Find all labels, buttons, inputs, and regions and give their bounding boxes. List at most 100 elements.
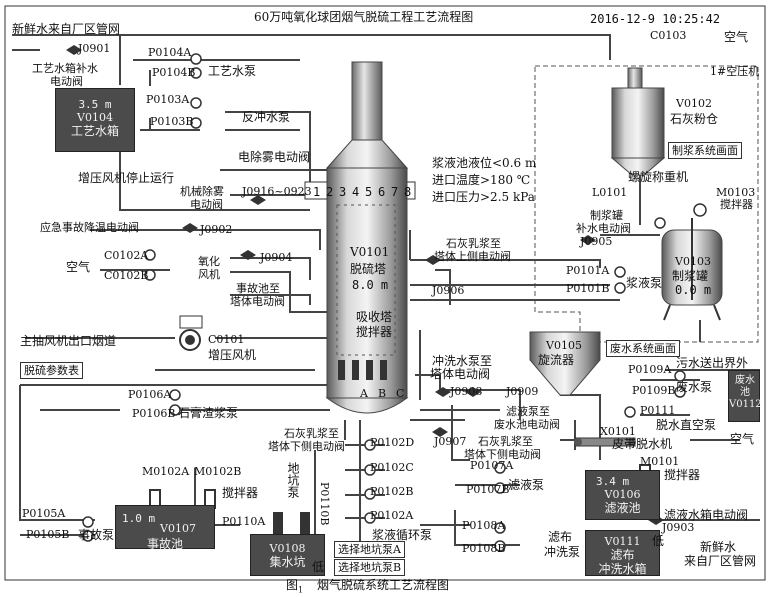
j0901-label: J0901 xyxy=(78,42,111,55)
process-pump-label: 工艺水泵 xyxy=(208,64,257,78)
v0101-level: 8.0 m xyxy=(352,278,389,292)
fresh-water-bottom-label-1: 新鲜水 xyxy=(700,540,737,554)
belt-filter-label: 皮带脱水机 xyxy=(612,437,673,451)
slurry-tank-valve-label-2: 补水电动阀 xyxy=(576,222,631,235)
mech-demister-label-2: 电动阀 xyxy=(190,198,223,211)
caption-text: 烟气脱硫系统工艺流程图 xyxy=(316,578,449,592)
v0103-name: 制浆罐 xyxy=(672,269,709,283)
desulf-params-button[interactable]: 脱硫参数表 xyxy=(20,362,83,379)
j0903-label: J0903 xyxy=(662,521,695,534)
j0905-label: J0905 xyxy=(580,235,613,248)
m0102b-label: M0102B xyxy=(194,465,242,478)
v0106-name: 滤液池 xyxy=(604,501,641,515)
j0908-label: J0908 xyxy=(450,385,483,398)
cloth-flush-tank: V0111 滤布 冲洗水箱 xyxy=(585,530,660,576)
slurry-tank xyxy=(661,218,723,321)
select-pit-pump-b-button[interactable]: 选择地坑泵B xyxy=(334,559,406,576)
inlet-pressure-status: 进口压力>2.5 kPa xyxy=(432,190,535,204)
v0111-name-2: 冲洗水箱 xyxy=(598,562,647,576)
p0101a-label: P0101A xyxy=(566,264,610,277)
p0103b-label: P0103B xyxy=(150,115,194,128)
wastewater-system-button[interactable]: 废水系统画面 xyxy=(606,340,680,357)
v0104-id: V0104 xyxy=(77,111,113,124)
air-left-label: 空气 xyxy=(66,260,91,274)
filtrate-tank-valve-label: 滤液水箱电动阀 xyxy=(664,508,749,522)
p0109b-label: P0109B xyxy=(632,384,676,397)
lime-lower-label-1: 石灰乳浆至 xyxy=(284,427,339,440)
p0104b-label: P0104B xyxy=(152,66,196,79)
absorber-agitator-label-1: 吸收塔 xyxy=(356,310,393,324)
tank-valve-label-2: 电动阀 xyxy=(50,75,83,88)
v0107-name: 事故池 xyxy=(146,537,183,551)
l0101-label: L0101 xyxy=(592,186,628,199)
cyclone xyxy=(529,331,601,396)
v0102-name: 石灰粉仓 xyxy=(670,112,719,126)
caption-prefix: 图 xyxy=(286,578,299,592)
p0110a-label: P0110A xyxy=(222,515,266,528)
select-pit-pump-a-button[interactable]: 选择地坑泵A xyxy=(334,541,405,558)
spray-level-6: 6 xyxy=(378,185,386,199)
low-level-2: 低 xyxy=(652,534,665,548)
compressor-label: 1#空压机 xyxy=(710,65,760,78)
booster-fan-label: 增压风机 xyxy=(208,348,257,362)
p0108a-label: P0108A xyxy=(462,519,506,532)
ox-fan-label-1: 氧化 xyxy=(198,255,220,268)
air-right-label: 空气 xyxy=(730,432,755,446)
c0103-label: C0103 xyxy=(650,29,687,42)
spray-level-1: 1 xyxy=(313,185,321,199)
wastewater-pump-label: 废水泵 xyxy=(676,380,713,394)
p0110b-label: P0110B xyxy=(318,482,331,526)
j0907-label: J0907 xyxy=(434,435,467,448)
slurry-level-status: 浆液池液位<0.6 m xyxy=(432,156,537,170)
v0104-name: 工艺水箱 xyxy=(70,124,119,138)
p0107b-label: P0107B xyxy=(466,483,510,496)
v0112-id: V0112 xyxy=(729,399,762,410)
slurry-system-button[interactable]: 制浆系统画面 xyxy=(668,142,742,159)
demister-valve-label: 电除雾电动阀 xyxy=(238,150,311,164)
p0102c-label: P0102C xyxy=(370,461,414,474)
tank-valve-label-1: 工艺水箱补水 xyxy=(32,62,98,75)
p0105b-label: P0105B xyxy=(26,528,70,541)
p0102a-label: P0102A xyxy=(370,509,414,522)
absorber-tower xyxy=(325,61,409,414)
p0101b-label: P0101B xyxy=(566,282,610,295)
p0103a-label: P0103A xyxy=(146,93,190,106)
spray-level-5: 5 xyxy=(365,185,373,199)
x0101-label: X0101 xyxy=(600,425,636,438)
p0104a-label: P0104A xyxy=(148,46,192,59)
agitator-m0102-label: 搅拌器 xyxy=(222,486,259,500)
p0109a-label: P0109A xyxy=(628,363,672,376)
v0105-id: V0105 xyxy=(546,339,582,352)
flush-pump-valve-label-1: 冲洗水泵至 xyxy=(432,354,493,368)
agitator-c: C xyxy=(396,387,405,400)
j0906-label: J0906 xyxy=(432,284,465,297)
lime-lower-label-4: 塔体下侧电动阀 xyxy=(464,448,541,461)
figure-caption: 图1 烟气脱硫系统工艺流程图 xyxy=(286,578,449,597)
m0101-label: M0101 xyxy=(640,455,680,468)
m0102a-label: M0102A xyxy=(142,465,190,478)
acc-pool-valve-label-1: 事故池至 xyxy=(236,282,280,295)
agitator-m0103-label: 搅拌器 xyxy=(720,198,753,211)
lime-upper-label-1: 石灰乳浆至 xyxy=(446,237,501,250)
screw-feeder-label: 螺旋称重机 xyxy=(628,170,689,184)
pit-pump-symbols xyxy=(273,512,310,534)
agitator-a: A xyxy=(360,387,368,400)
fresh-water-top: 新鲜水来自厂区管网 xyxy=(12,22,121,36)
filtrate-valve-label-2: 废水池电动阀 xyxy=(494,418,560,431)
p0102d-label: P0102D xyxy=(370,436,415,449)
v0101-name: 脱硫塔 xyxy=(350,262,387,276)
slurry-pump-label: 浆液泵 xyxy=(626,276,663,290)
j0902-label: J0902 xyxy=(200,223,233,236)
page-title: 60万吨氧化球团烟气脱硫工程工艺流程图 xyxy=(254,10,474,24)
sump-pit: V0108 集水坑 xyxy=(250,534,325,576)
ox-fan-label-2: 风机 xyxy=(198,268,220,281)
p0105a-label: P0105A xyxy=(22,507,66,520)
spray-level-8: 8 xyxy=(404,185,412,199)
pit-pump-label: 地坑泵 xyxy=(286,462,300,498)
m0103-label: M0103 xyxy=(716,186,756,199)
agitator-m0101-label: 搅拌器 xyxy=(664,468,701,482)
j0904-label: J0904 xyxy=(260,251,293,264)
air-top-label: 空气 xyxy=(724,30,749,44)
filtrate-valve-label-1: 滤液泵至 xyxy=(506,405,550,418)
